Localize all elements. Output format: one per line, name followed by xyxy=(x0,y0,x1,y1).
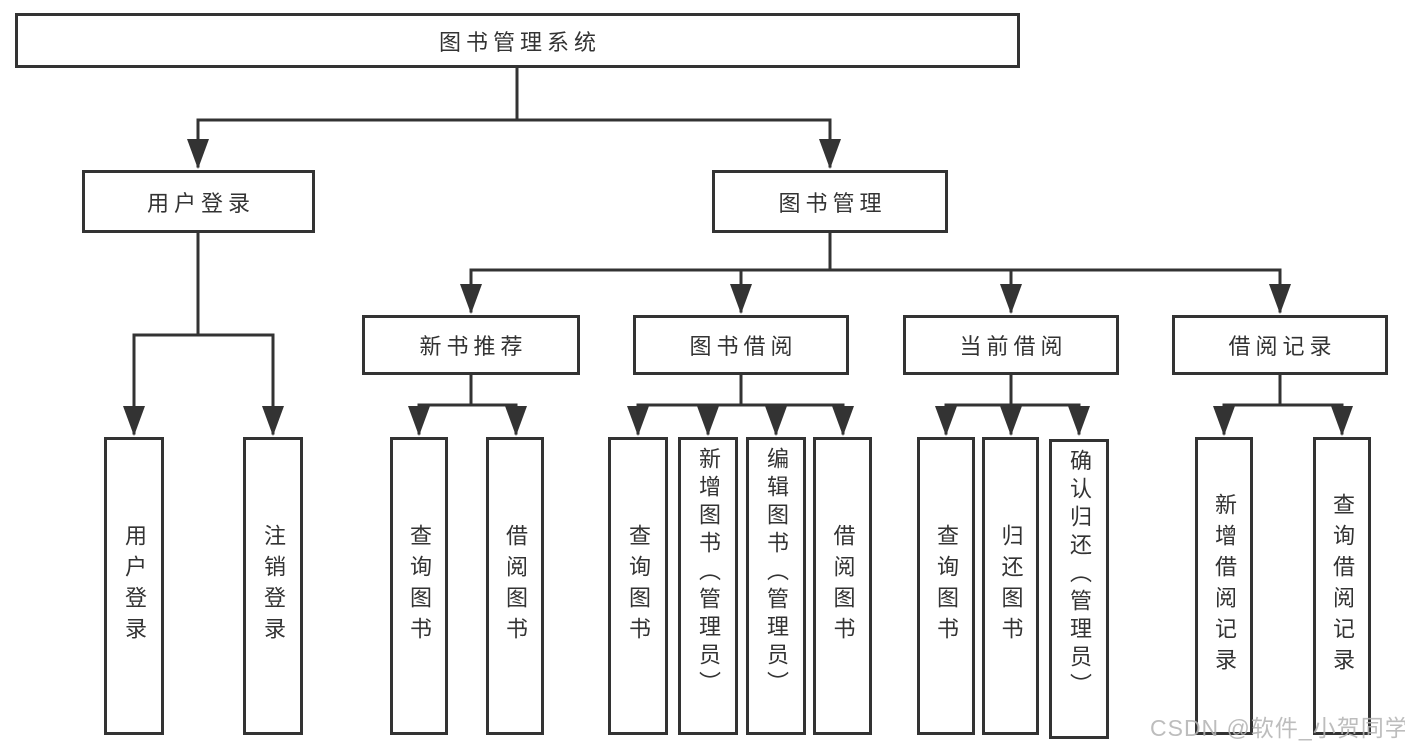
leaf-newbooks-query-books: 查询图书 xyxy=(390,437,448,735)
node-borrowing-records: 借阅记录 xyxy=(1172,315,1388,375)
node-user-login: 用户登录 xyxy=(82,170,315,233)
node-book-management: 图书管理 xyxy=(712,170,948,233)
leaf-user-login: 用户登录 xyxy=(104,437,164,735)
leaf-borrowing-query-books: 查询图书 xyxy=(608,437,668,735)
node-library-system: 图书管理系统 xyxy=(15,13,1020,68)
leaf-logout: 注销登录 xyxy=(243,437,303,735)
leaf-borrowing-add-books-admin: 新增图书（管理员） xyxy=(678,437,738,735)
leaf-current-return-books: 归还图书 xyxy=(982,437,1039,735)
leaf-borrowing-borrow-books: 借阅图书 xyxy=(813,437,872,735)
node-current-borrowing: 当前借阅 xyxy=(903,315,1119,375)
node-book-borrowing: 图书借阅 xyxy=(633,315,849,375)
leaf-borrowing-edit-books-admin: 编辑图书（管理员） xyxy=(746,437,806,735)
watermark: CSDN @软件_小贺同学 xyxy=(1150,715,1405,741)
arrowhead-icons xyxy=(123,139,1353,436)
leaf-newbooks-borrow-books: 借阅图书 xyxy=(486,437,544,735)
leaf-current-query-books: 查询图书 xyxy=(917,437,975,735)
node-new-book-recommend: 新书推荐 xyxy=(362,315,580,375)
leaf-current-confirm-return-admin: 确认归还（管理员） xyxy=(1049,439,1109,739)
leaf-records-query-record: 查询借阅记录 xyxy=(1313,437,1371,735)
leaf-records-add-record: 新增借阅记录 xyxy=(1195,437,1253,735)
